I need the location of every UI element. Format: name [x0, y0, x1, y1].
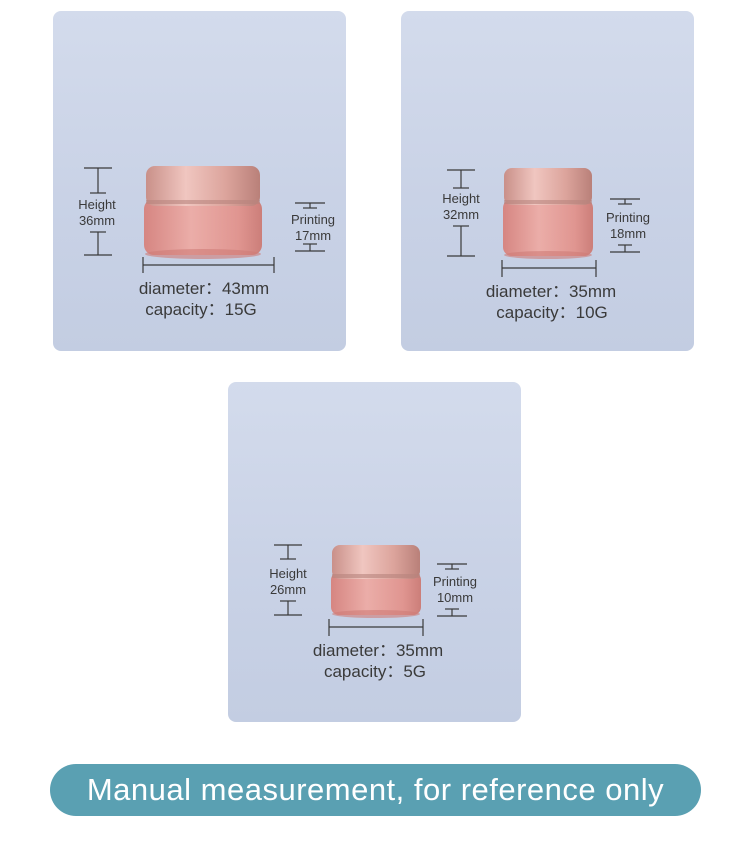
printing-label-text: Printing [290, 212, 336, 227]
height-value-text: 32mm [442, 207, 480, 222]
jar-illustration [447, 168, 640, 277]
height-label: Height 26mm [258, 566, 318, 598]
capacity-caption: capacity：10G [496, 303, 608, 322]
printing-label: Printing 10mm [423, 574, 487, 606]
height-label-text: Height [78, 197, 116, 212]
jar-illustration [84, 166, 325, 273]
printing-label: Printing 17mm [281, 212, 345, 244]
height-label: Height 32mm [431, 191, 491, 223]
height-dimension [274, 544, 302, 616]
printing-dimension [610, 198, 640, 253]
printing-label: Printing 18mm [596, 210, 660, 242]
jar-10g [503, 168, 593, 259]
diameter-caption: diameter：35mm [485, 282, 617, 301]
reference-note-text: Manual measurement, for reference only [86, 772, 665, 807]
printing-value-text: 17mm [294, 228, 332, 243]
diameter-dimension [142, 257, 275, 273]
printing-label-text: Printing [432, 574, 478, 589]
printing-dimension [295, 202, 325, 252]
printing-dimension [437, 563, 467, 617]
printing-label-text: Printing [605, 210, 651, 225]
height-label-text: Height [269, 566, 307, 581]
jar-illustration [274, 544, 467, 636]
diameter-caption: diameter：35mm [312, 641, 444, 660]
product-card-5g: Height 26mm Printing 10mm diameter：35mm … [228, 382, 521, 722]
height-value-text: 26mm [269, 582, 307, 597]
product-card-15g: Height 36mm Printing 17mm diameter：43mm … [53, 11, 346, 351]
height-label: Height 36mm [67, 197, 127, 229]
printing-value-text: 18mm [609, 226, 647, 241]
printing-value-text: 10mm [436, 590, 474, 605]
jar-5g [331, 545, 421, 618]
diameter-dimension [328, 619, 424, 636]
diameter-caption: diameter：43mm [138, 279, 270, 298]
jar-15g [144, 166, 262, 259]
height-value-text: 36mm [78, 213, 116, 228]
reference-note-banner: Manual measurement, for reference only [50, 764, 701, 816]
capacity-caption: capacity：15G [145, 300, 257, 319]
capacity-caption: capacity：5G [323, 662, 427, 681]
height-label-text: Height [442, 191, 480, 206]
height-dimension [84, 167, 112, 256]
diameter-dimension [501, 260, 597, 277]
product-card-10g: Height 32mm Printing 18mm diameter：35mm … [401, 11, 694, 351]
height-dimension [447, 169, 475, 257]
